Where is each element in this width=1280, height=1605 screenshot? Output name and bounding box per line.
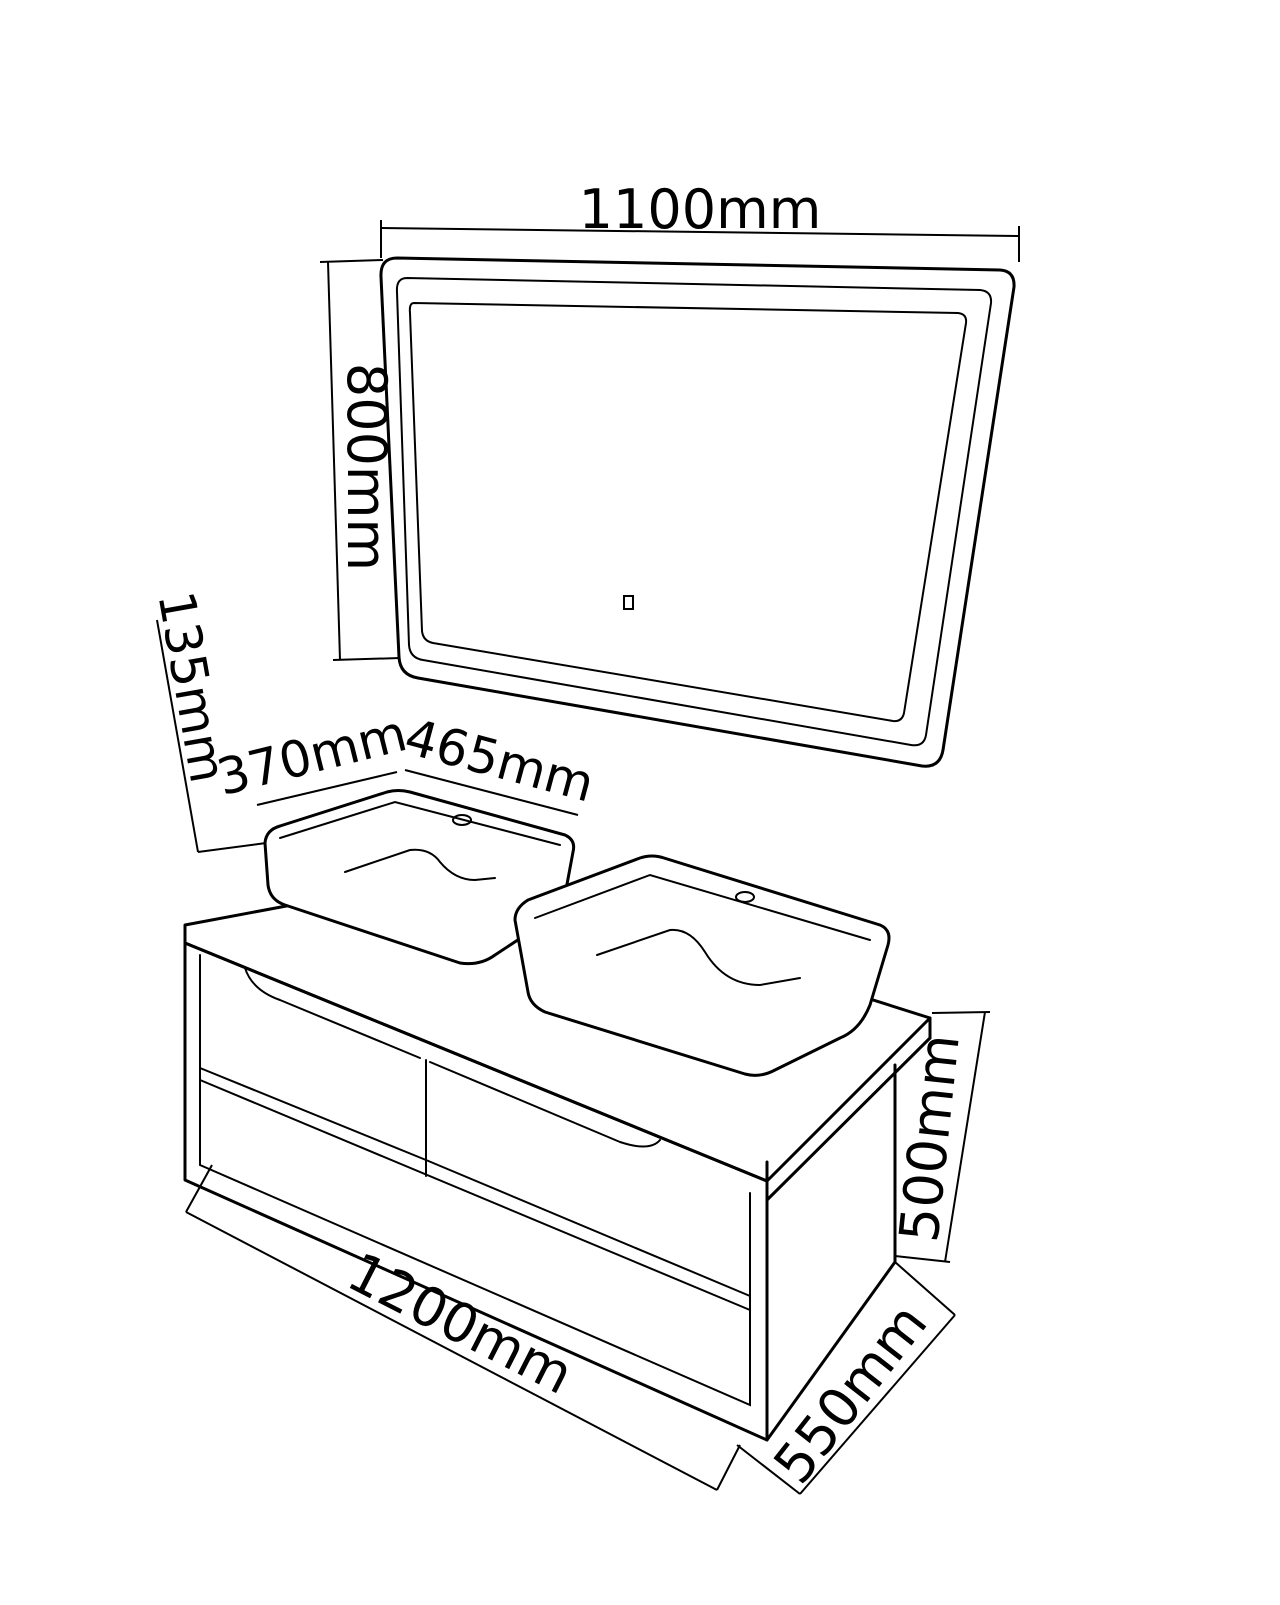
left-basin-rim-inner — [279, 800, 561, 846]
cabinet-front-inner-frame — [199, 954, 751, 1407]
cabinet-width-label: 1200mm — [338, 1240, 583, 1406]
left-basin-bowl — [344, 848, 496, 882]
top-slab-front-edge — [183, 941, 769, 1183]
cabinet-height-dimension: 500mm — [887, 1011, 991, 1263]
mirror-led-strip-outer — [395, 276, 993, 747]
mirror-height-label: 800mm — [335, 363, 398, 571]
mirror-outer-frame — [379, 256, 1016, 768]
left-basin-faucet-hole — [452, 814, 472, 826]
basin-depth-dimension: 370mm — [211, 704, 412, 807]
cabinet-depth-dimension: 550mm — [736, 1261, 956, 1495]
mirror-height-line — [327, 261, 341, 661]
mirror-height-extension-top — [319, 259, 384, 263]
cabinet-height-extension-top — [931, 1011, 991, 1014]
cabinet-width-dimension: 1200mm — [185, 1164, 741, 1491]
cabinet-depth-extension-front — [736, 1444, 801, 1495]
mirror-width-label: 1100mm — [579, 178, 822, 241]
basin-depth-line — [256, 771, 398, 806]
cabinet-width-extension-left — [185, 1164, 213, 1213]
cabinet-height-extension-bottom — [894, 1255, 951, 1263]
basin-width-line — [404, 769, 579, 816]
mirror-width-line — [380, 227, 1020, 237]
mirror-width-dimension: 1100mm — [380, 178, 1020, 262]
right-basin-rim-inner — [534, 873, 871, 941]
right-basin — [513, 854, 891, 1077]
basin-height-extension — [197, 842, 267, 853]
mirror-height-dimension: 800mm — [319, 259, 401, 661]
top-slab-side-bottom — [765, 1036, 932, 1202]
right-basin-body — [513, 854, 891, 1077]
cabinet-side-face — [765, 1063, 897, 1442]
cabinet-width-line — [185, 1211, 718, 1491]
basin-height-dimension: 135mm — [146, 587, 267, 853]
cabinet-depth-extension-back — [894, 1261, 956, 1316]
open-shelf-edge — [199, 1079, 751, 1311]
right-basin-bowl — [596, 928, 801, 987]
mirror-height-extension-bottom — [332, 657, 401, 661]
right-drawer-handle — [429, 1061, 661, 1148]
left-drawer-handle — [244, 967, 421, 1059]
touch-switch-icon — [623, 595, 634, 610]
mirror-led-strip-inner — [408, 301, 968, 723]
cabinet-depth-line — [799, 1314, 956, 1495]
basin-height-line — [156, 619, 199, 853]
mirror — [379, 256, 1016, 768]
cabinet-height-line — [944, 1011, 986, 1263]
right-basin-faucet-hole — [735, 891, 755, 903]
cabinet-height-label: 500mm — [887, 1031, 971, 1245]
cabinet-width-extension-right — [716, 1444, 741, 1491]
